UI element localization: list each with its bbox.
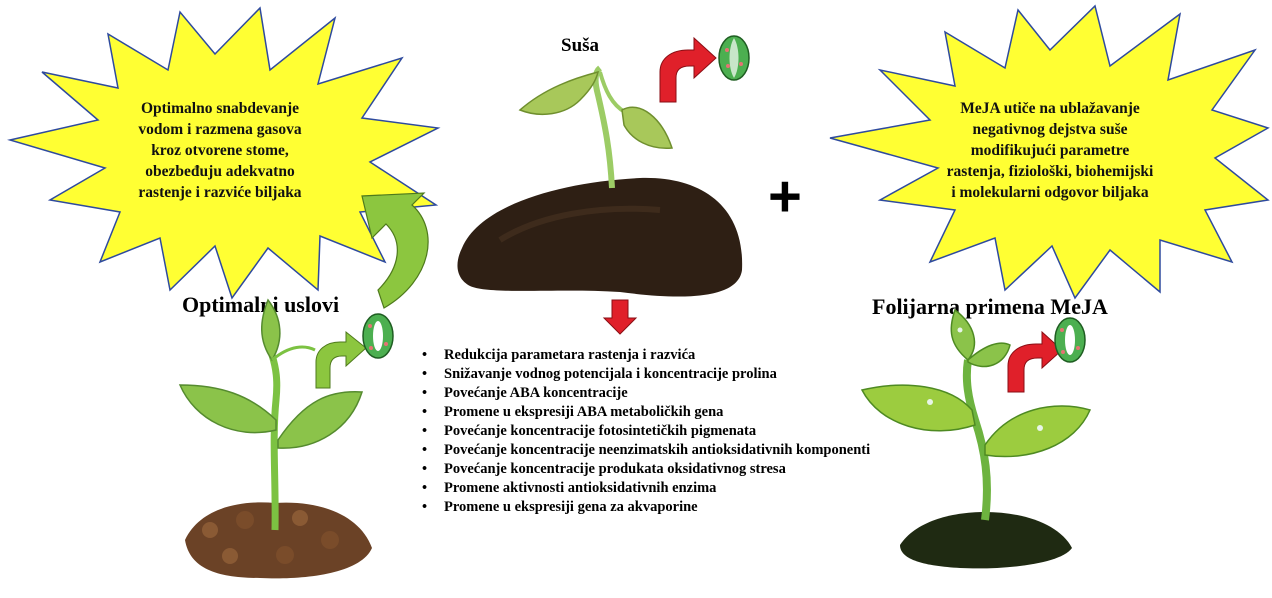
meja-soil [900,512,1072,568]
